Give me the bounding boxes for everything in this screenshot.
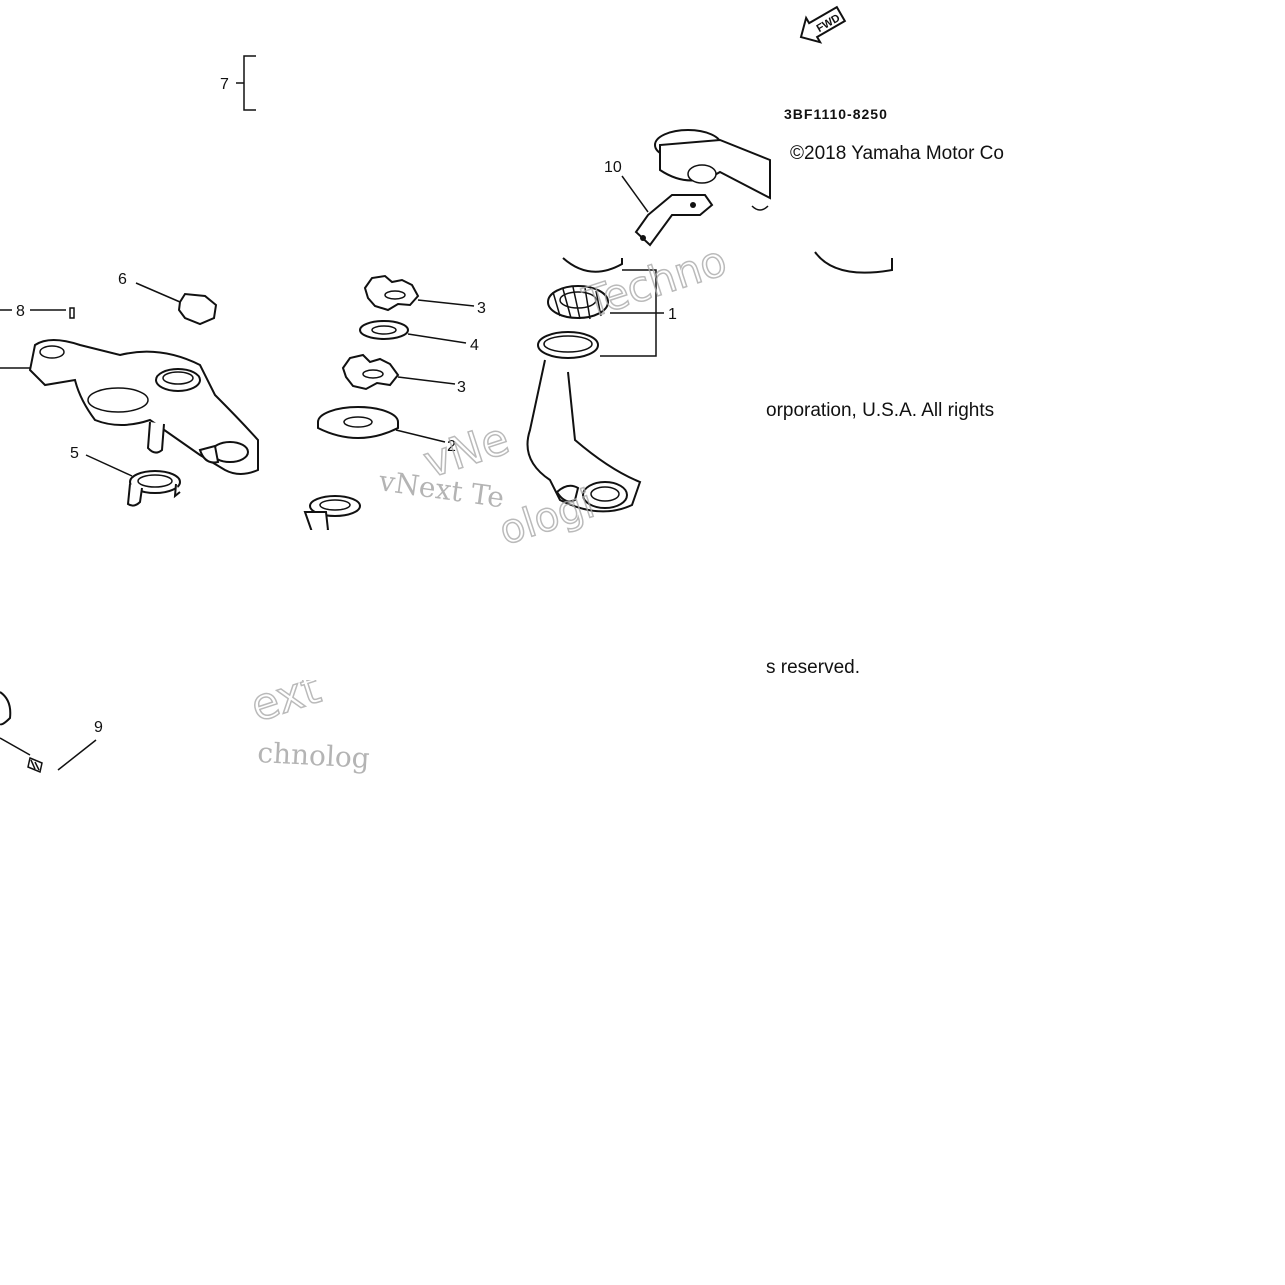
watermark-chnolog: chnolog [257, 736, 371, 775]
ring-nut-lower: 3 [341, 353, 466, 396]
tile-mask-b [636, 520, 766, 780]
callout-7: 7 [220, 76, 229, 93]
fwd-arrow-icon: FWD [799, 5, 847, 44]
part-number-code: 3BF1110-8250 [784, 106, 888, 122]
callout-3-lower: 3 [457, 379, 466, 396]
part-9-bolt: 9 [0, 691, 103, 774]
callout-9: 9 [94, 719, 103, 736]
part-6-cap-nut: 6 [118, 271, 218, 326]
ring-nut-upper: 3 [363, 274, 486, 317]
callout-2: 2 [447, 438, 456, 455]
copyright-line-2: orporation, U.S.A. All rights [766, 400, 995, 421]
callout-4: 4 [470, 337, 479, 354]
callout-1: 1 [668, 306, 677, 323]
part-5-bracket: 5 [70, 445, 181, 507]
watermark-ologi: ologi [494, 481, 600, 555]
copyright-line-1: ©2018 Yamaha Motor Co [790, 143, 1004, 164]
steering-stem [526, 359, 642, 513]
callout-5: 5 [70, 445, 79, 462]
callout-10: 10 [604, 159, 622, 176]
part-10-stay: 10 [604, 159, 714, 247]
dust-cover-washer: 2 [317, 406, 456, 455]
watermark-vne: vNe [418, 413, 516, 488]
tile-mask-a [258, 530, 378, 680]
bracket-7: 7 [220, 55, 256, 111]
small-clamp [303, 495, 361, 536]
part-8-pin: 8 [0, 303, 75, 320]
callout-8: 8 [16, 303, 25, 320]
copyright-line-3: s reserved. [766, 657, 860, 678]
part-1-bearing-set: 1 [537, 257, 677, 359]
callout-3-upper: 3 [477, 300, 486, 317]
callout-6: 6 [118, 271, 127, 288]
watermark-techno-top: Techno [577, 236, 732, 328]
lock-washer: 4 [359, 320, 479, 354]
upper-bracket [654, 129, 893, 274]
upper-triple-clamp [0, 339, 259, 475]
